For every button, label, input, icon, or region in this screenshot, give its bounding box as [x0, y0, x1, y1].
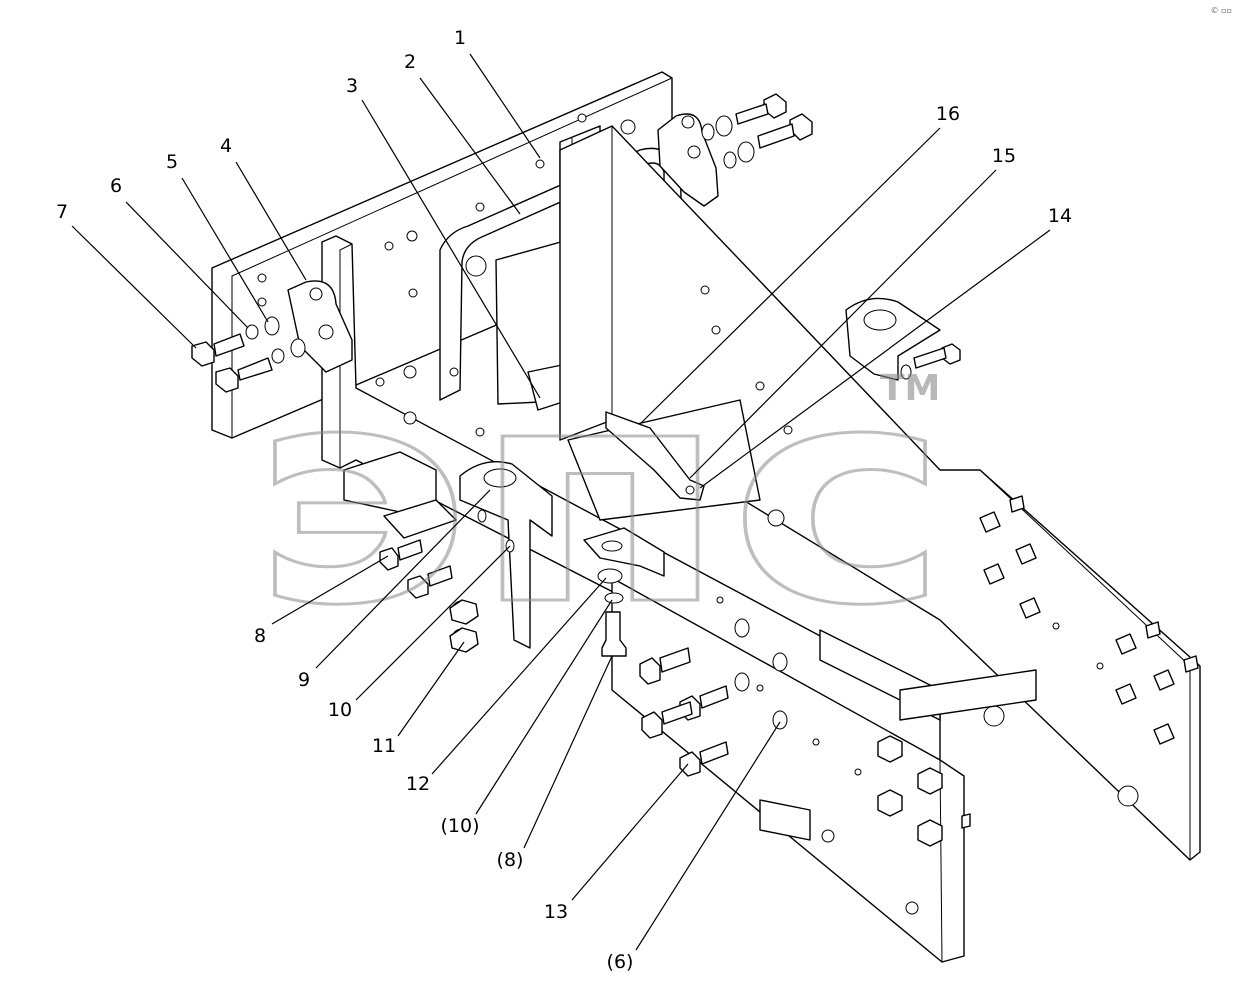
leader-line-c6b: [635, 721, 781, 951]
leader-line-c8: [271, 555, 389, 625]
upper-right-clamp: [845, 297, 941, 381]
callout-c8b: (8): [497, 849, 524, 871]
callout-c16: 16: [936, 103, 960, 125]
lower-front-plate: [611, 577, 965, 963]
leader-line-c10b: [475, 599, 613, 815]
right-rail-studs: [979, 495, 1199, 745]
left-inner-bracket: [343, 451, 457, 539]
callout-c6b: (6): [607, 951, 634, 973]
callout-c9: 9: [298, 669, 310, 691]
leader-line-c5: [181, 177, 269, 323]
angle-strap: [583, 411, 705, 577]
callout-c13: 13: [544, 901, 568, 923]
callout-c7: 7: [56, 201, 68, 223]
callout-c10b: (10): [440, 815, 479, 837]
callout-c8: 8: [254, 625, 266, 647]
leader-line-c16: [639, 127, 941, 425]
callout-c14: 14: [1048, 205, 1072, 227]
nuts: [449, 599, 479, 653]
watermark-tm: TM: [880, 368, 940, 409]
leader-line-c7: [71, 225, 197, 349]
left-bolts: [191, 316, 306, 393]
right-clamp-bolt: [900, 343, 961, 380]
callout-c10: 10: [328, 699, 352, 721]
leader-line-c13: [571, 763, 689, 901]
leader-line-c10: [355, 545, 511, 701]
left-side-rail: [321, 235, 941, 761]
leader-line-c3: [361, 99, 541, 399]
callout-c11: 11: [372, 735, 396, 757]
callout-c3: 3: [346, 75, 358, 97]
upper-right-bolts: [701, 93, 813, 169]
leader-line-c9: [315, 489, 491, 669]
leader-line-c6: [125, 201, 249, 329]
callout-c4: 4: [220, 135, 232, 157]
callout-c15: 15: [992, 145, 1016, 167]
callout-c12: 12: [406, 773, 430, 795]
lower-clamp: [459, 461, 553, 649]
leader-line-c1: [469, 53, 541, 159]
leader-line-c4: [235, 161, 307, 281]
front-hex-bolts: [877, 735, 971, 847]
leader-lines: [71, 53, 1051, 951]
watermark-text: эпс: [250, 322, 950, 671]
leader-line-c11: [397, 641, 465, 737]
right-side-rail: [559, 125, 1201, 861]
lower-middle-bolts: [639, 618, 788, 777]
callout-c5: 5: [166, 151, 178, 173]
leader-line-c15: [689, 169, 997, 479]
leader-line-c2: [419, 77, 521, 215]
callout-c6: 6: [110, 175, 122, 197]
center-washers: [597, 568, 627, 657]
corner-mark: © ▫▫: [1210, 6, 1232, 15]
callout-c2: 2: [404, 51, 416, 73]
callout-c1: 1: [454, 27, 466, 49]
leader-line-c14: [699, 229, 1051, 489]
leader-line-c12: [431, 577, 607, 775]
watermark: эпс TM: [249, 321, 952, 673]
leader-line-c8b: [523, 655, 613, 849]
